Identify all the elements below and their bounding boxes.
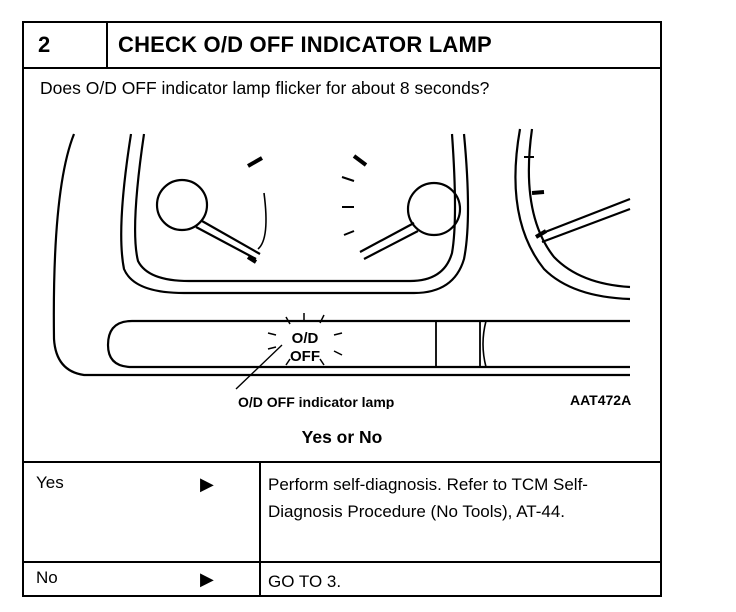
arrow-right-icon: ▶ bbox=[200, 474, 214, 494]
action-no: GO TO 3. bbox=[268, 572, 342, 591]
left-gauge-hood bbox=[120, 133, 470, 295]
result-row-yes: Yes ▶ Perform self-diagnosis. Refer to T… bbox=[24, 463, 660, 563]
callout-leader bbox=[235, 344, 283, 390]
right-gauge-hood bbox=[514, 128, 631, 301]
center-gauge-hub bbox=[406, 181, 462, 237]
column-divider bbox=[259, 563, 261, 597]
step-header: 2 CHECK O/D OFF INDICATOR LAMP bbox=[24, 23, 660, 69]
result-row-no: No ▶ GO TO 3. bbox=[24, 563, 660, 597]
action-yes: Perform self-diagnosis. Refer to TCM Sel… bbox=[268, 475, 588, 521]
lamp-label-od: O/D bbox=[292, 330, 319, 347]
lamp-label-off: OFF bbox=[290, 348, 320, 365]
arrow-right-icon: ▶ bbox=[200, 569, 214, 589]
answer-no: No bbox=[36, 568, 58, 587]
flicker-rays bbox=[267, 313, 343, 366]
step-title: CHECK O/D OFF INDICATOR LAMP bbox=[118, 32, 492, 57]
yes-or-no-prompt: Yes or No bbox=[301, 427, 383, 447]
answer-yes: Yes bbox=[36, 473, 64, 492]
cluster-bezel bbox=[52, 133, 630, 377]
left-gauge-hub bbox=[155, 178, 209, 232]
instrument-cluster-illustration: O/D OFF O/D OFF indicator lamp bbox=[52, 128, 631, 409]
column-divider bbox=[259, 463, 261, 561]
figure-code: AAT472A bbox=[570, 392, 632, 408]
callout-label: O/D OFF indicator lamp bbox=[238, 394, 394, 409]
procedure-sheet: 2 CHECK O/D OFF INDICATOR LAMP Does O/D … bbox=[22, 21, 662, 597]
indicator-strip bbox=[106, 319, 630, 369]
result-table: Yes ▶ Perform self-diagnosis. Refer to T… bbox=[24, 461, 660, 597]
step-number: 2 bbox=[24, 23, 108, 67]
check-question: Does O/D OFF indicator lamp flicker for … bbox=[40, 78, 490, 98]
